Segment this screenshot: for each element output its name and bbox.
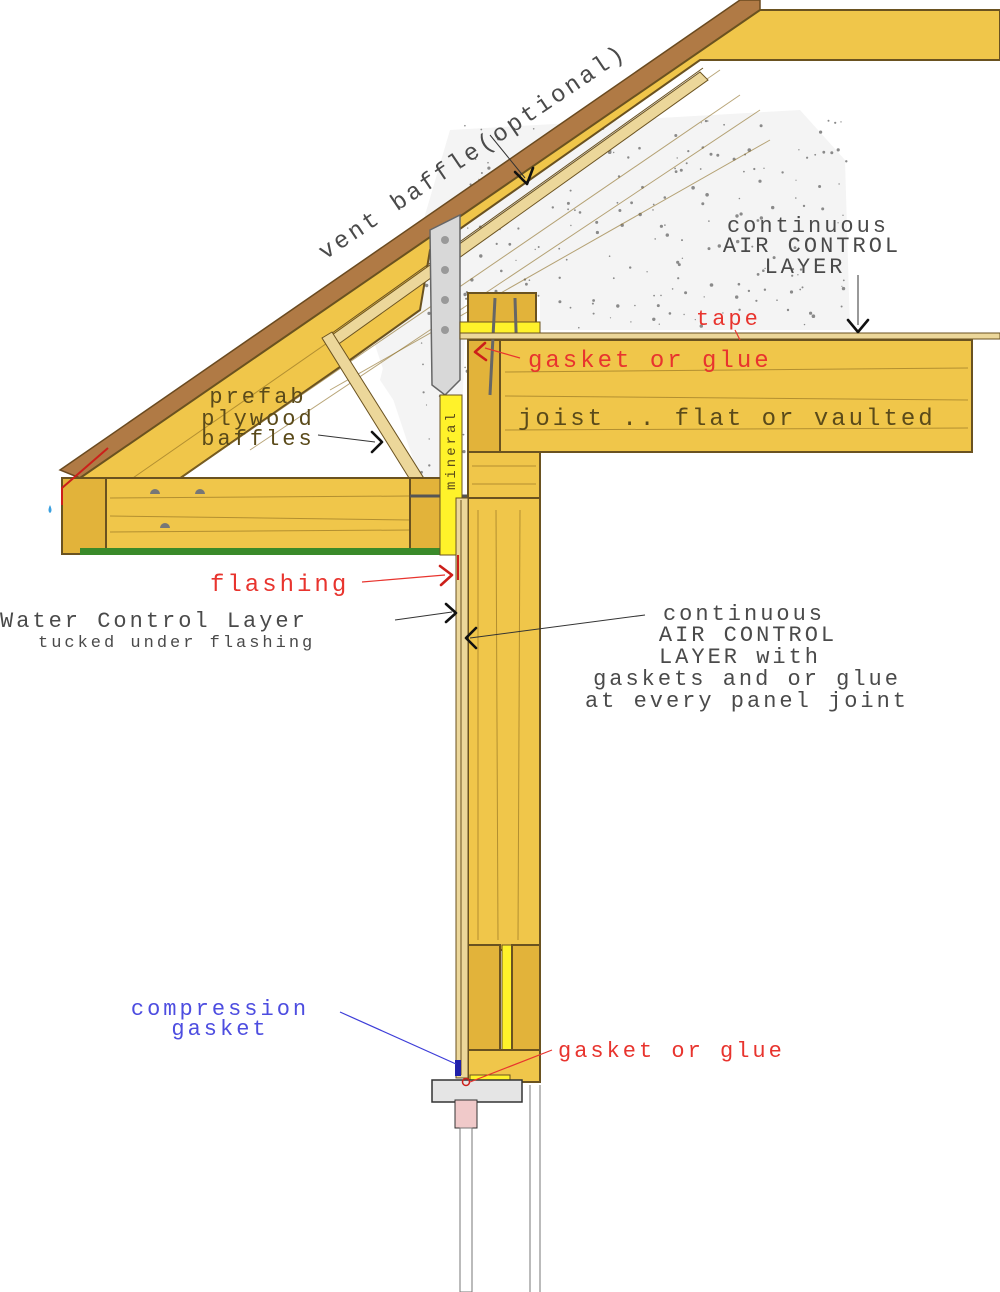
compression-gasket-leader (339, 1011, 457, 1065)
metal-strap (429, 213, 461, 396)
water-control-label-2: tucked under flashing (38, 634, 315, 653)
air-control-wall-label-2: AIR CONTROL (659, 623, 837, 648)
ceiling-joist (459, 332, 1000, 453)
gasket-top-arrow (473, 341, 488, 362)
vent-baffle-arrow (513, 166, 535, 186)
air-control-wall-label-5: at every panel joint (585, 689, 909, 714)
vent-baffle-leader (489, 134, 526, 179)
prefab-label-3: baffles (201, 427, 314, 452)
compression-label-2: gasket (171, 1017, 268, 1042)
air-control-top-arrow (846, 318, 870, 334)
wall-panel (467, 497, 541, 1083)
joist-label: joist .. flat or vaulted (518, 406, 936, 433)
exterior-sheathing (455, 497, 469, 1079)
flashing-label: flashing (210, 572, 349, 599)
gasket-top-label: gasket or glue (528, 348, 772, 375)
compression-label-1: compression (131, 997, 309, 1022)
prefab-arrow (370, 430, 384, 454)
mineral-label: mineral (444, 410, 460, 490)
air-control-top-label-1: continuous (727, 214, 889, 239)
air-control-wall-leader (469, 614, 646, 639)
prefab-label-1: prefab (209, 385, 306, 410)
gasket-top-leader (484, 347, 521, 359)
air-control-wall-label-1: continuous (663, 602, 825, 627)
air-control-wall-label-4: gaskets and or glue (593, 667, 901, 692)
water-control-arrow (444, 602, 458, 624)
tape-label: tape (696, 307, 761, 332)
air-control-wall-arrow (464, 626, 478, 650)
water-control-leader (394, 611, 453, 621)
flashing-leader (361, 574, 446, 583)
tape-leader (734, 329, 741, 341)
air-control-wall-label-3: LAYER with (659, 645, 821, 670)
eave-drip (48, 447, 109, 513)
gasket-bottom-label: gasket or glue (558, 1039, 785, 1064)
prefab-label-2: plywood (201, 407, 314, 432)
air-control-top-label-2: AIR CONTROL (723, 234, 901, 259)
window-head (431, 1060, 541, 1292)
water-control-label-1: Water Control Layer (0, 609, 308, 634)
flashing-arrow (438, 564, 454, 587)
overhang-block (61, 477, 470, 555)
gasket-bottom-leader (469, 1049, 553, 1083)
prefab-leader (317, 434, 376, 443)
air-control-top-label-3: LAYER (764, 255, 845, 280)
top-plate (459, 292, 541, 499)
